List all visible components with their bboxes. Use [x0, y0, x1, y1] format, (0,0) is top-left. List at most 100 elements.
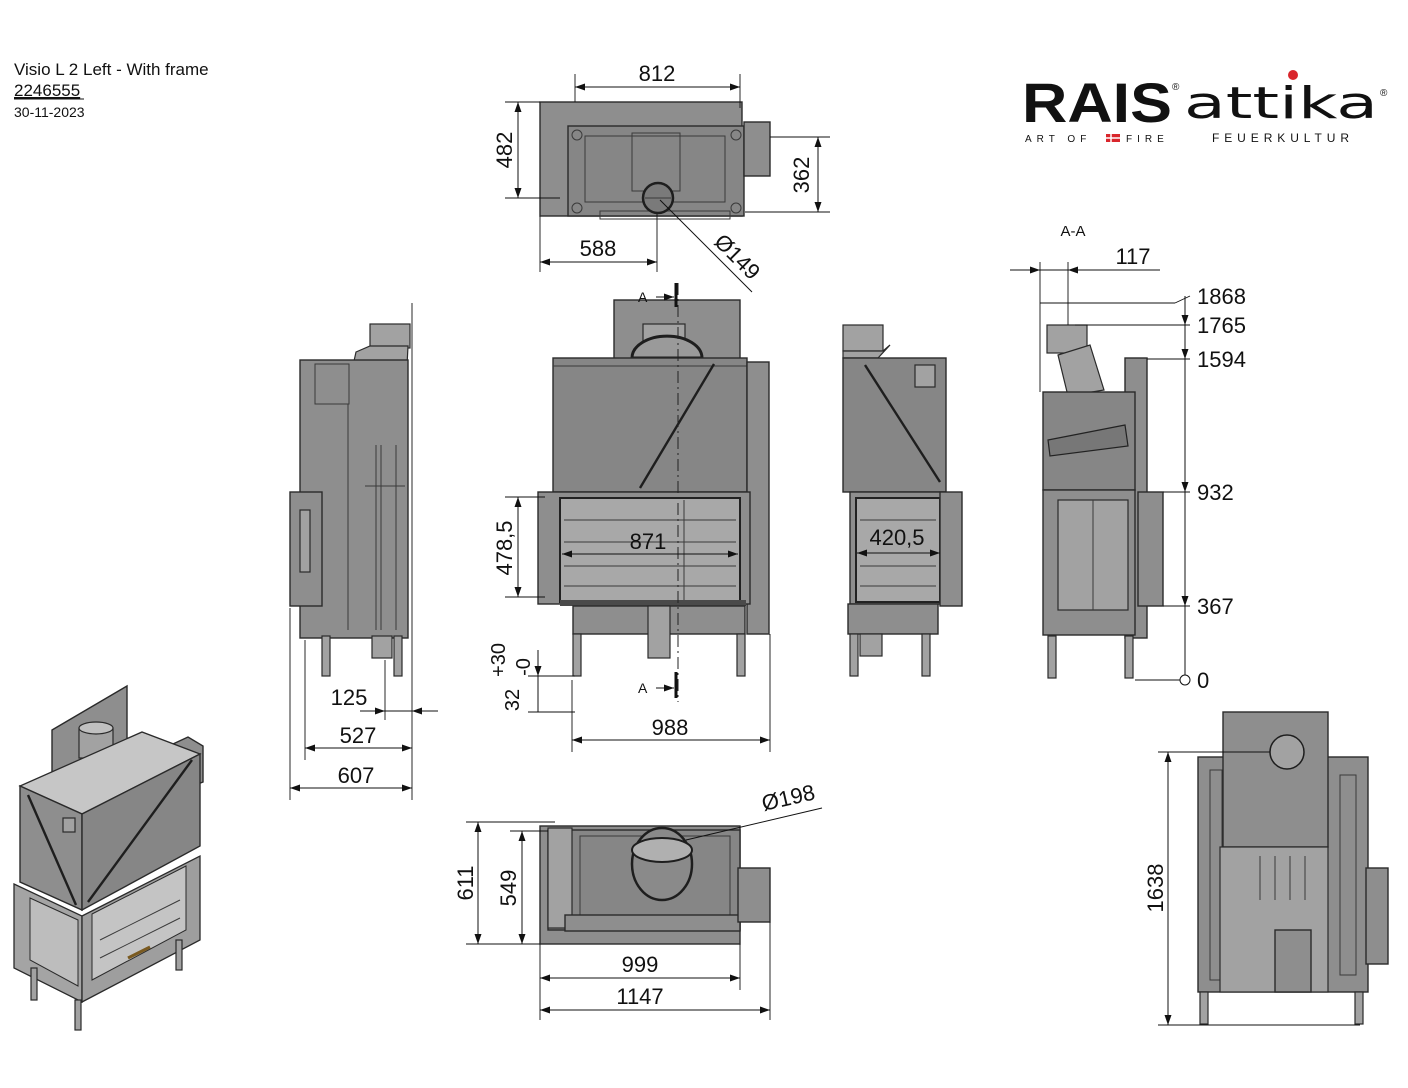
logo-registered-mark-2: ® — [1380, 88, 1388, 99]
level-label: 1868 — [1197, 284, 1246, 309]
back-view-flue-opening — [1269, 734, 1305, 770]
iso-leg — [74, 999, 82, 1031]
back-view: 1638 — [1143, 711, 1389, 1026]
dimension-body-depth-label: 549 — [496, 870, 521, 907]
dimension-overall-width-label: 1147 — [616, 984, 663, 1009]
logo-tagline-fire: FIRE — [1126, 134, 1169, 145]
dimension-leg-offset-label: 125 — [331, 685, 368, 710]
dimension-glass-width-label: 871 — [630, 529, 667, 554]
level-label: 1765 — [1197, 313, 1246, 338]
dimension-leg-adjust-plus-label: +30 — [488, 643, 510, 677]
logo-tagline-art-of: ART OF — [1025, 134, 1091, 145]
brand-logo: RAIS ® attika ® ART OF FIRE FEUERKULTUR — [1022, 70, 1388, 145]
back-view-air-duct — [1274, 929, 1312, 993]
right-view-leg — [921, 633, 931, 677]
bottom-view-flue-opening — [631, 837, 693, 863]
back-view-lower-plate — [1219, 846, 1329, 993]
dimension-side-depth-label: 362 — [789, 157, 814, 194]
dimension-leg-height-label: 32 — [502, 689, 524, 711]
dimension-leg-adjust-minus-label: -0 — [513, 658, 535, 676]
right-view-chimney-elbow — [842, 344, 891, 359]
dimension-side-glass-width-label: 420,5 — [869, 525, 924, 550]
bottom-view-rail — [564, 914, 741, 932]
bottom-view: Ø198 611 549 999 1147 — [453, 779, 823, 1020]
dimension-height-label: 1638 — [1143, 864, 1168, 913]
section-label-bottom: A — [638, 680, 648, 696]
front-view-leg — [736, 633, 746, 677]
left-view-leg — [321, 635, 331, 677]
brick-line — [99, 917, 181, 959]
dimension-body-depth-label: 527 — [340, 723, 377, 748]
right-view-hatch — [914, 364, 936, 388]
front-view-leg — [572, 633, 582, 677]
logo-attika-wordmark: attika — [1184, 78, 1378, 129]
left-side-view: 125 527 607 — [289, 303, 438, 800]
dimension-width-label: 812 — [639, 61, 676, 86]
brick-line — [99, 899, 181, 941]
back-view-leg — [1354, 991, 1364, 1025]
level-label: 0 — [1197, 668, 1209, 693]
iso-flue-opening — [78, 721, 114, 735]
dimension-overall-width-label: 988 — [652, 715, 689, 740]
top-view-bolt — [730, 202, 742, 214]
logo-registered-mark: ® — [1172, 82, 1180, 93]
right-side-view: 420,5 — [842, 324, 963, 677]
right-view-leg — [849, 633, 859, 677]
right-view-frame — [939, 491, 963, 607]
drawing-date: 30-11-2023 — [14, 104, 85, 120]
logo-red-dot — [1288, 70, 1298, 80]
product-title: Visio L 2 Left - With frame — [14, 60, 209, 79]
section-a-a-view: A-A 117 1868 1765 1594 — [1010, 223, 1246, 693]
level-label: 367 — [1197, 594, 1234, 619]
bottom-view-side-box — [737, 867, 771, 923]
iso-leg — [30, 967, 38, 1001]
front-view: A A 478,5 871 +30 -0 32 988 — [488, 283, 771, 752]
dimension-flue-diameter-label: Ø198 — [759, 779, 817, 815]
left-view-chimney-collar — [369, 323, 411, 349]
front-view-flue-ring — [630, 334, 704, 360]
iso-support-rod — [26, 794, 78, 906]
left-view-air-inlet — [371, 635, 393, 659]
leader-flue-diameter — [659, 199, 753, 293]
front-view-door-bottom-bar — [560, 600, 746, 606]
iso-door-handle — [127, 945, 151, 960]
front-view-support-rod — [638, 363, 716, 489]
iso-left-glass — [29, 897, 79, 987]
logo-rais-wordmark: RAIS — [1022, 71, 1172, 134]
section-baffle — [1047, 424, 1129, 457]
section-label-top: A — [638, 289, 648, 305]
section-chimney-elbow — [1057, 344, 1105, 397]
right-view-chimney-collar — [842, 324, 884, 352]
right-view-air-inlet — [859, 633, 883, 657]
item-number: 2246555 — [14, 81, 80, 100]
iso-front-glass — [91, 865, 187, 981]
top-view-bolt — [730, 129, 742, 141]
front-view-ash-drawer — [647, 605, 671, 659]
section-title: A-A — [1060, 223, 1085, 240]
top-view: 812 482 362 588 Ø149 — [492, 61, 830, 293]
danish-flag-icon — [1106, 134, 1120, 142]
dimension-overall-depth-label: 611 — [453, 865, 478, 900]
top-view-side-box — [743, 121, 771, 177]
section-frame — [1137, 491, 1164, 607]
dimension-flue-diameter-label: Ø149 — [709, 229, 765, 285]
datum-circle-icon — [1179, 674, 1191, 686]
back-view-leg — [1199, 991, 1209, 1025]
iso-support-rod — [87, 759, 193, 903]
dimension-body-width-label: 999 — [622, 952, 659, 977]
top-view-bolt — [571, 202, 583, 214]
right-view-support-rod — [863, 364, 942, 483]
dimension-depth-label: 482 — [492, 132, 517, 169]
iso-leg — [175, 939, 183, 971]
section-leg — [1047, 635, 1057, 679]
left-view-panel — [314, 363, 350, 405]
dimension-offset-label: 117 — [1115, 244, 1150, 269]
level-label: 1594 — [1197, 347, 1246, 372]
bottom-view-side-plate — [547, 827, 573, 929]
right-view-base — [847, 603, 939, 635]
logo-tagline-feuerkultur: FEUERKULTUR — [1212, 131, 1352, 145]
iso-hatch — [62, 817, 76, 833]
dimension-flue-offset-label: 588 — [580, 236, 617, 261]
top-view-bolt — [571, 129, 583, 141]
